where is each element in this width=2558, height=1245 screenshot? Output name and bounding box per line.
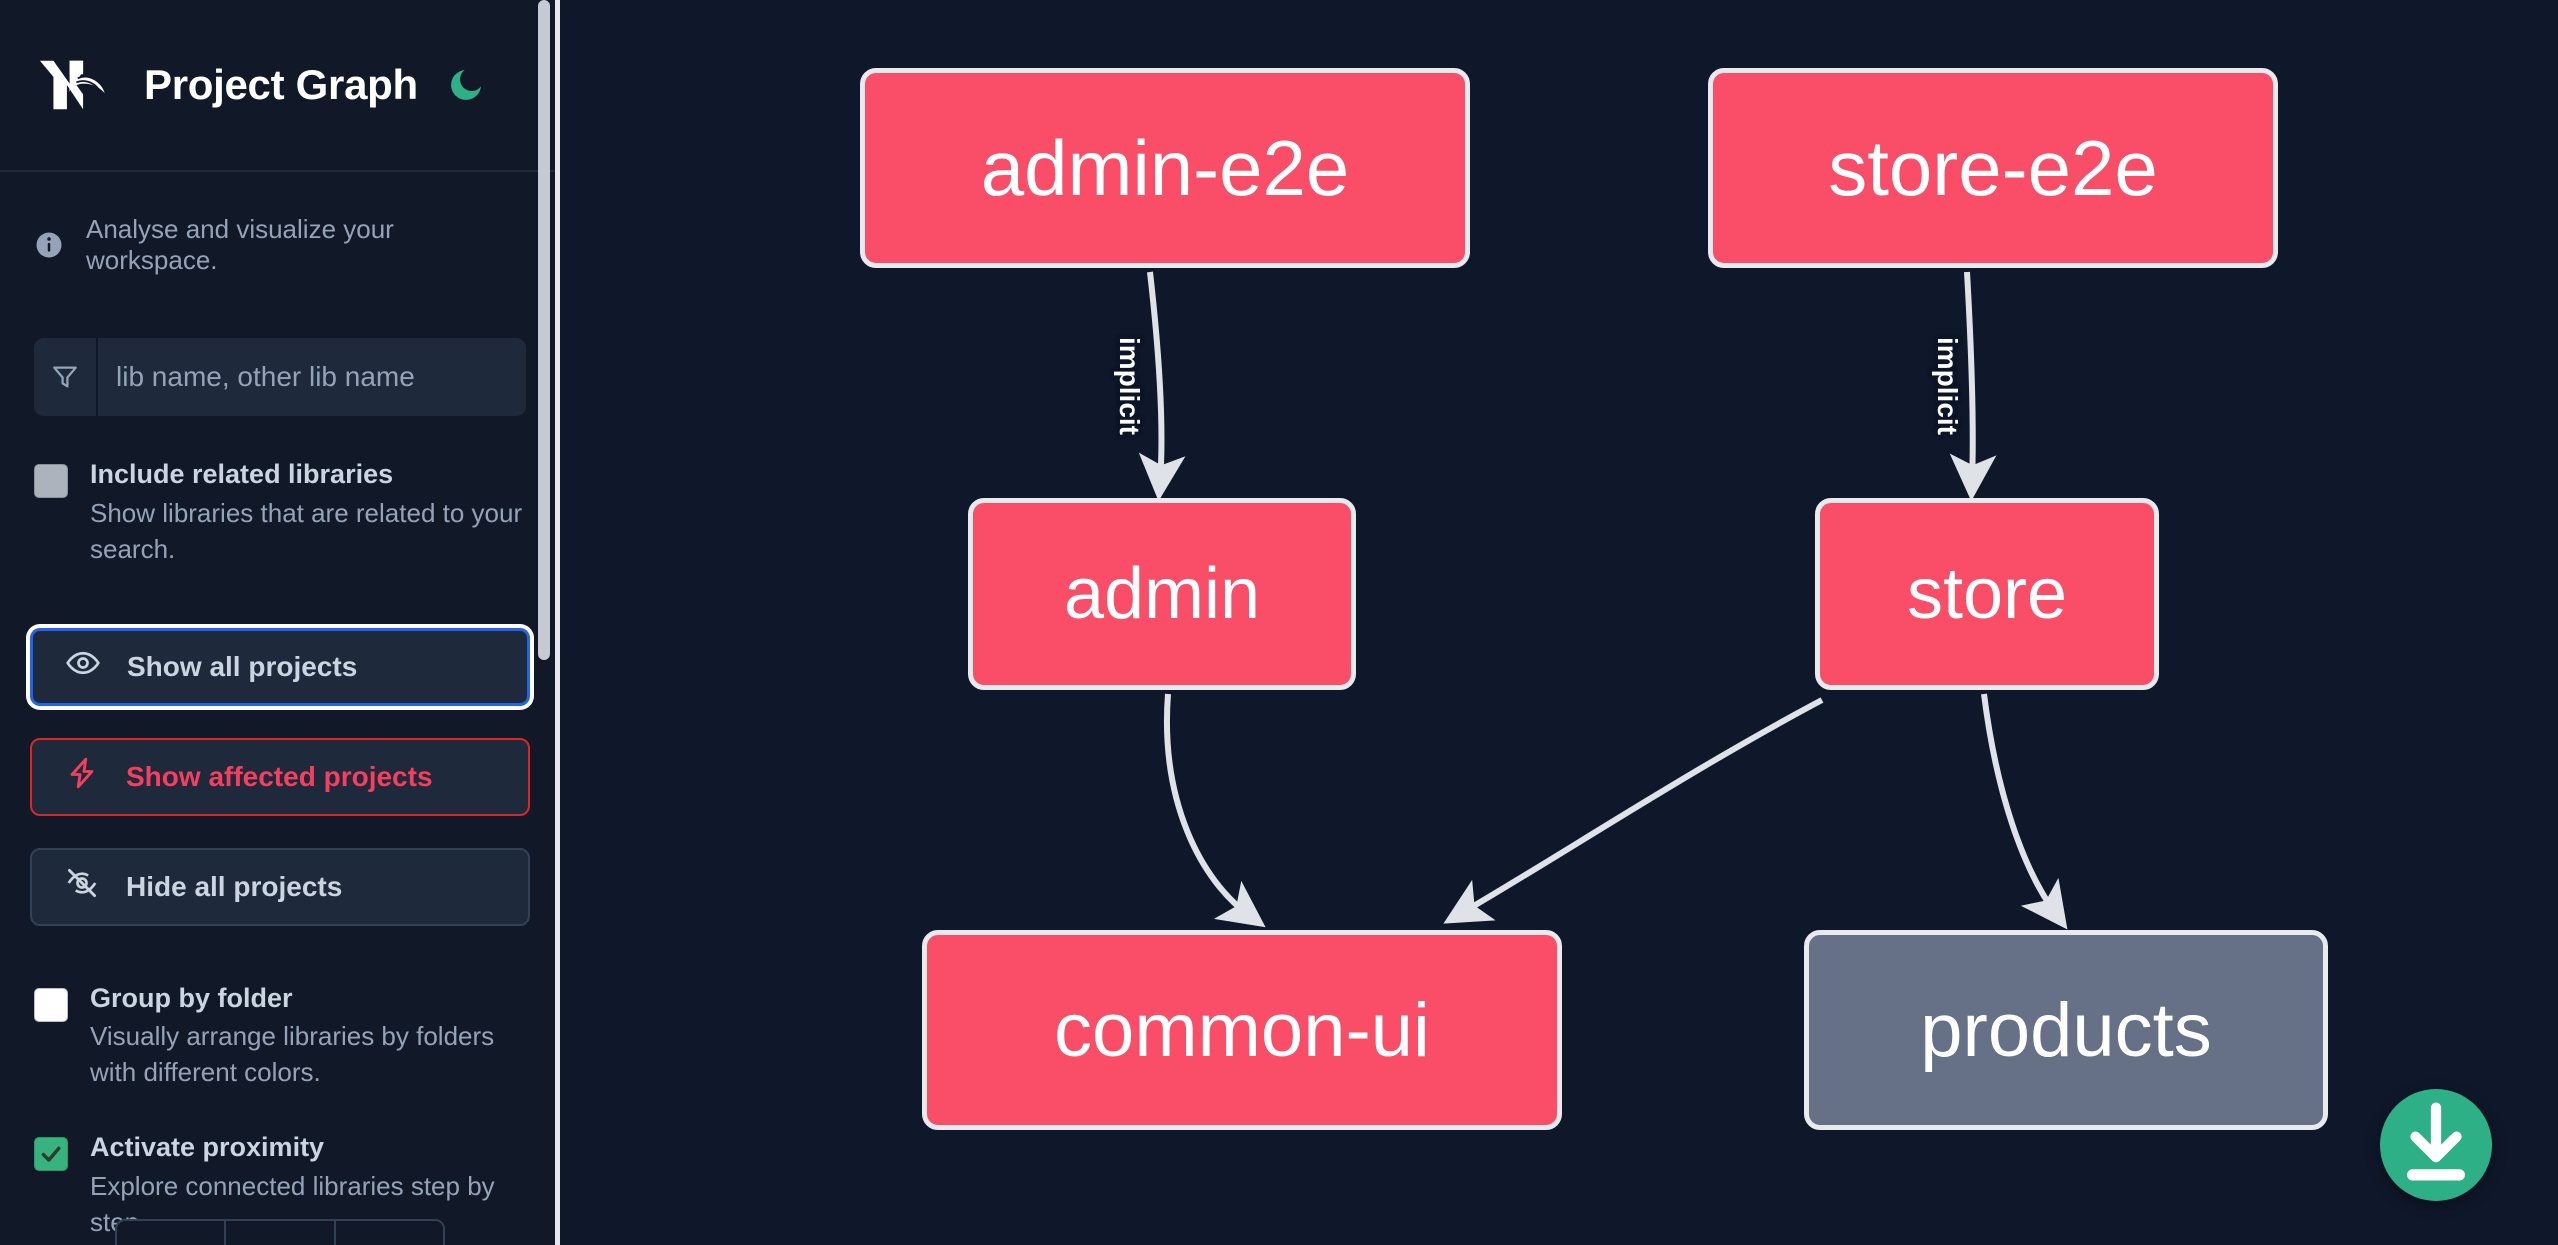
sidebar-header: Project Graph: [0, 0, 560, 172]
download-image-button[interactable]: [2380, 1089, 2492, 1201]
eye-off-icon: [64, 865, 100, 908]
filter-search-row: [34, 338, 526, 416]
checkbox-row-include-related-libraries[interactable]: Include related libraries Show libraries…: [0, 458, 560, 568]
proximity-value: [226, 1221, 336, 1245]
sidebar-divider: [555, 0, 560, 1245]
graph-node-label: products: [1920, 987, 2212, 1073]
graph-node-label: admin-e2e: [980, 123, 1350, 212]
show-affected-projects-label: Show affected projects: [126, 760, 433, 792]
graph-node-store[interactable]: store: [1815, 498, 2159, 690]
proximity-increase-button[interactable]: [335, 1221, 443, 1245]
nx-logo-icon: [34, 54, 116, 116]
edge-admin-e2e-admin: [1138, 271, 1186, 502]
edge-label-admin-e2e-admin: implicit: [1114, 336, 1146, 436]
checkbox-row-activate-proximity[interactable]: Activate proximity Explore connected lib…: [0, 1131, 560, 1241]
group-by-folder-checkbox[interactable]: [34, 987, 68, 1022]
activate-proximity-description: Explore connected libraries step by step…: [90, 1170, 495, 1237]
graph-node-label: common-ui: [1054, 987, 1430, 1073]
graph-node-store-e2e[interactable]: store-e2e: [1708, 68, 2278, 268]
graph-node-admin-e2e[interactable]: admin-e2e: [860, 68, 1470, 268]
moon-icon[interactable]: [446, 62, 486, 108]
sidebar-scrollbar-thumb[interactable]: [538, 0, 550, 660]
group-by-folder-description: Visually arrange libraries by folders wi…: [90, 1021, 495, 1088]
graph-node-label: store-e2e: [1828, 123, 2158, 212]
graph-canvas[interactable]: admin-e2e store-e2e admin store common-u…: [560, 0, 2558, 1245]
info-icon: [34, 230, 64, 260]
sidebar-tagline-text: Analyse and visualize your workspace.: [86, 214, 394, 275]
filter-funnel-icon: [34, 338, 98, 416]
include-related-libraries-description: Show libraries that are related to your …: [90, 497, 523, 564]
graph-node-label: store: [1906, 554, 2068, 634]
graph-node-common-ui[interactable]: common-ui: [922, 930, 1562, 1130]
proximity-stepper-control[interactable]: [0, 1219, 560, 1245]
graph-action-buttons: Show all projects Show affected projects: [0, 627, 560, 926]
edge-store-common-ui: [1443, 697, 1824, 924]
activate-proximity-label: Activate proximity: [90, 1132, 325, 1162]
include-related-libraries-checkbox[interactable]: [34, 464, 68, 498]
graph-edges: [1138, 271, 2068, 930]
show-all-projects-label: Show all projects: [127, 650, 358, 682]
graph-node-admin[interactable]: admin: [968, 498, 1356, 690]
hide-all-projects-button[interactable]: Hide all projects: [30, 847, 530, 926]
page-title: Project Graph: [144, 61, 418, 108]
graph-node-products[interactable]: products: [1804, 930, 2328, 1130]
edge-label-store-e2e-store: implicit: [1932, 336, 1964, 436]
lightning-bolt-icon: [64, 755, 100, 798]
sidebar-tagline: Analyse and visualize your workspace.: [0, 172, 560, 276]
hide-all-projects-label: Hide all projects: [126, 870, 343, 902]
edge-store-e2e-store: [1949, 271, 1997, 502]
checkbox-row-group-by-folder[interactable]: Group by folder Visually arrange librari…: [0, 982, 560, 1092]
search-input[interactable]: [98, 338, 526, 416]
edge-admin-common-ui: [1164, 693, 1266, 928]
eye-icon: [65, 645, 101, 688]
show-affected-projects-button[interactable]: Show affected projects: [30, 737, 530, 816]
group-by-folder-label: Group by folder: [90, 982, 293, 1013]
proximity-decrease-button[interactable]: [117, 1221, 227, 1245]
edge-store-products: [1981, 693, 2068, 930]
sidebar-scrollbar[interactable]: [538, 0, 550, 1245]
sidebar: Project Graph Analyse and visualize your…: [0, 0, 560, 1245]
include-related-libraries-label: Include related libraries: [90, 459, 394, 489]
show-all-projects-button[interactable]: Show all projects: [30, 627, 530, 706]
activate-proximity-checkbox[interactable]: [34, 1137, 68, 1171]
graph-node-label: admin: [1063, 554, 1261, 634]
